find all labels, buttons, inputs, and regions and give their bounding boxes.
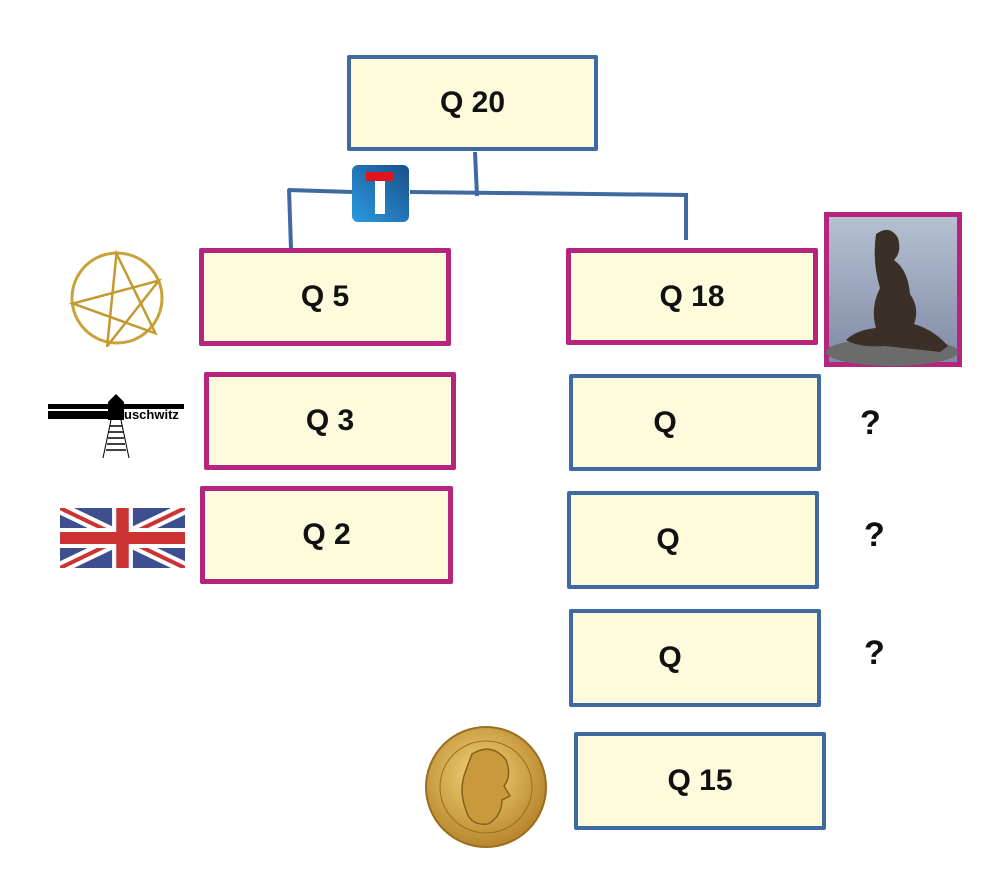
node-unknown-2: Q	[567, 491, 819, 589]
node-q20: Q 20	[347, 55, 598, 151]
little-mermaid-statue-icon	[824, 212, 962, 367]
node-label: Q	[656, 523, 680, 556]
uk-flag-icon	[60, 508, 185, 568]
node-label: Q 5	[300, 280, 350, 313]
node-label: Q 3	[305, 404, 355, 437]
question-mark: ?	[860, 404, 881, 442]
auschwitz-gate-logo-icon: uschwitz	[48, 394, 184, 459]
dead-end-sign-icon	[352, 165, 409, 222]
question-mark: ?	[864, 634, 885, 672]
node-label: Q	[658, 641, 682, 674]
node-q15: Q 15	[574, 732, 826, 830]
gold-coin-icon	[425, 726, 547, 848]
node-q18: Q 18	[566, 248, 818, 345]
node-label: Q 18	[659, 279, 725, 313]
node-unknown-3: Q	[569, 609, 821, 707]
auschwitz-logo-text: uschwitz	[124, 407, 179, 422]
node-unknown-1: Q	[569, 374, 821, 471]
node-label: Q 15	[667, 764, 733, 797]
node-q3: Q 3	[204, 372, 456, 470]
node-label: Q 20	[439, 86, 506, 119]
pentagram-icon	[68, 249, 164, 347]
node-q5: Q 5	[199, 248, 451, 346]
question-mark: ?	[864, 516, 885, 554]
node-label: Q 2	[302, 518, 351, 551]
node-label: Q	[653, 405, 677, 439]
node-q2: Q 2	[200, 486, 453, 584]
